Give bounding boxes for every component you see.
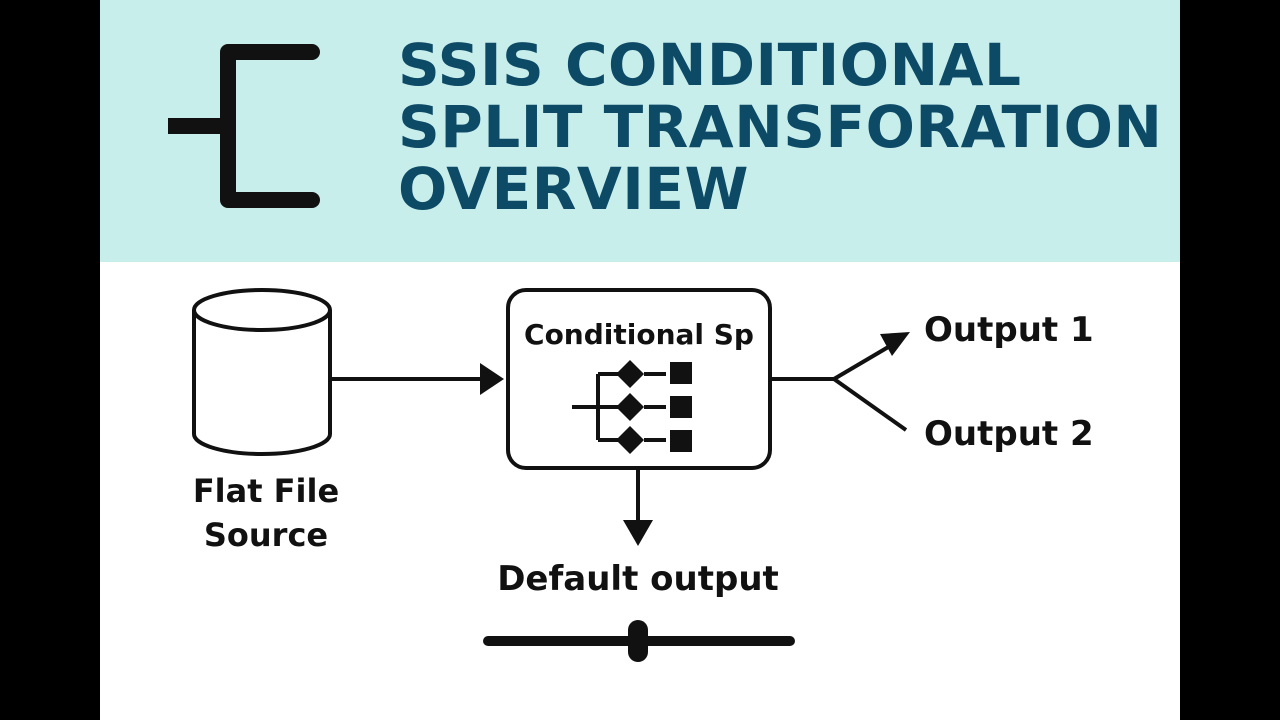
data-flow-diagram: Flat File Source Conditional Sp xyxy=(192,288,1094,662)
arrow-source-to-split xyxy=(332,363,504,395)
default-output-label: Default output xyxy=(497,559,779,599)
conditional-split-icon xyxy=(572,360,692,454)
page-title: SSIS CONDITIONAL SPLIT TRANSFORATION OVE… xyxy=(398,34,1168,220)
slider-icon xyxy=(483,620,795,662)
arrow-split-to-default xyxy=(623,470,653,546)
title-banner: SSIS CONDITIONAL SPLIT TRANSFORATION OVE… xyxy=(100,0,1180,262)
slide: SSIS CONDITIONAL SPLIT TRANSFORATION OVE… xyxy=(100,0,1180,720)
source-label-line-2: Source xyxy=(204,516,328,554)
conditional-split-box[interactable]: Conditional Sp xyxy=(506,288,772,470)
title-line-3: OVERVIEW xyxy=(398,155,749,223)
transform-label: Conditional Sp xyxy=(524,318,754,351)
title-line-1: SSIS CONDITIONAL xyxy=(398,31,1022,99)
output-branch-lines xyxy=(772,332,910,432)
output-2-label: Output 2 xyxy=(924,414,1094,454)
source-label-line-1: Flat File xyxy=(193,472,339,510)
title-line-2: SPLIT TRANSFORATION xyxy=(398,93,1163,161)
split-bracket-icon xyxy=(168,44,320,208)
database-cylinder-icon xyxy=(192,288,332,456)
output-1-label: Output 1 xyxy=(924,310,1094,350)
